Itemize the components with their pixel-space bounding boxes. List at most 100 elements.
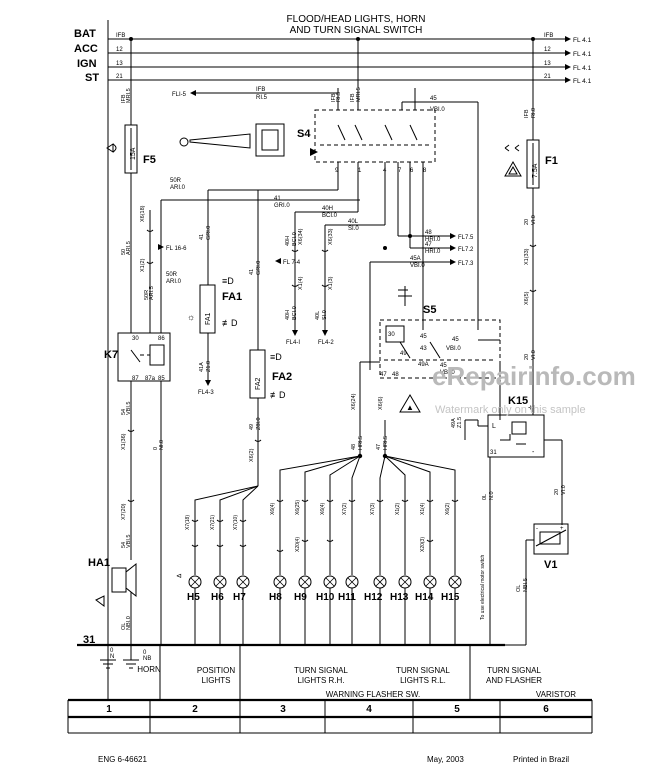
svg-text:87a: 87a [145, 376, 156, 382]
relay-k7 [117, 332, 171, 382]
svg-text:NB: NB [143, 656, 151, 662]
svg-text:OL: OL [121, 623, 127, 630]
section-position-lights-1: POSITION [197, 666, 235, 675]
column-number-5: 5 [454, 704, 460, 715]
svg-text:X6(6): X6(6) [378, 396, 384, 410]
rail-arrow-bat [565, 36, 571, 42]
svg-text:6: 6 [410, 168, 414, 174]
rail-label-acc: ACC [74, 43, 98, 55]
svg-text:BCI.0: BCI.0 [322, 213, 338, 219]
svg-text:20: 20 [524, 354, 530, 360]
lamp-h7: H7 X7(10) [233, 515, 250, 645]
svg-text:9: 9 [335, 168, 339, 174]
svg-text:40H: 40H [285, 310, 291, 320]
varistor-v1-label: V1 [544, 559, 557, 571]
svg-text:X1(4): X1(4) [298, 276, 304, 290]
svg-text:RI.0: RI.0 [531, 108, 537, 118]
svg-text:45: 45 [430, 96, 437, 102]
svg-text:VBI.0: VBI.0 [446, 346, 461, 352]
svg-text:⊲: ⊲ [176, 573, 182, 580]
section-turn-rh-2: LIGHTS R.H. [297, 676, 344, 685]
svg-text:FL4-I: FL4-I [286, 340, 300, 346]
svg-text:49A: 49A [418, 362, 429, 368]
footer-doc-number: ENG 6-46621 [98, 755, 147, 764]
svg-text:20: 20 [524, 219, 530, 225]
rail-arrow-st [565, 77, 571, 83]
svg-text:BCI.0: BCI.0 [292, 232, 298, 246]
svg-text:N: N [110, 654, 114, 660]
push-button-icon [398, 286, 412, 306]
column-number-4: 4 [366, 704, 372, 715]
fuse-f5-rating: 15A [130, 147, 137, 160]
svg-text:RI.5: RI.5 [336, 92, 342, 102]
svg-text:X20(4): X20(4) [295, 537, 301, 552]
svg-text:X20(3): X20(3) [420, 537, 426, 552]
svg-text:FL 16-6: FL 16-6 [166, 246, 187, 252]
rail-arrow-acc [565, 50, 571, 56]
svg-text:0: 0 [153, 447, 159, 450]
svg-text:FL7.3: FL7.3 [458, 261, 474, 267]
section-flasher-2: AND FLASHER [486, 676, 542, 685]
rail-wire-ign-right: 13 [544, 61, 551, 67]
svg-text:50R: 50R [166, 272, 178, 278]
svg-text:45: 45 [420, 334, 427, 340]
svg-text:H11: H11 [338, 592, 356, 603]
lamp-h5: H5 ⊲ X7(18) [176, 515, 202, 645]
lamp-h10: H10 X6(4) [316, 499, 337, 645]
svg-text:H9: H9 [294, 592, 307, 603]
svg-text:NBI.5: NBI.5 [523, 578, 529, 592]
flasher-k15-label: K15 [508, 395, 528, 407]
svg-text:OL: OL [516, 585, 522, 592]
title-line-2: AND TURN SIGNAL SWITCH [290, 25, 423, 36]
section-turn-rl-2: LIGHTS R.L. [400, 676, 446, 685]
svg-text:48: 48 [351, 444, 357, 450]
svg-text:X7(21): X7(21) [210, 515, 216, 530]
rail-wire-bat-right: IFB [544, 33, 553, 39]
column-number-2: 2 [192, 704, 198, 715]
rail-dest-st: FL 4.1 [573, 78, 592, 85]
rail-wire-st-right: 21 [544, 74, 551, 80]
svg-text:Z8I.0: Z8I.0 [256, 417, 262, 430]
svg-text:54: 54 [121, 542, 127, 548]
svg-text:X7(20): X7(20) [121, 503, 127, 520]
column-number-1: 1 [106, 704, 112, 715]
svg-text:L: L [492, 423, 496, 430]
svg-text:X6(34): X6(34) [298, 228, 304, 245]
rail-dest-ign: FL 4.1 [573, 65, 592, 72]
svg-text:45A: 45A [410, 256, 421, 262]
svg-text:IFB: IFB [256, 87, 265, 93]
svg-text:IFB: IFB [121, 94, 127, 103]
svg-text:1: 1 [358, 168, 362, 174]
rail-label-ign: IGN [77, 58, 97, 70]
column-number-6: 6 [543, 704, 549, 715]
relay-k7-label: K7 [104, 349, 118, 361]
svg-text:-: - [536, 526, 538, 532]
svg-text:85: 85 [158, 376, 165, 382]
svg-text:IFB: IFB [524, 109, 530, 118]
fuse-f5-label: F5 [143, 154, 156, 166]
section-flasher-1: TURN SIGNAL [487, 666, 541, 675]
svg-text:X6(24): X6(24) [351, 393, 357, 410]
svg-text:SI.0: SI.0 [348, 226, 359, 232]
section-labels: HORN POSITION LIGHTS TURN SIGNAL LIGHTS … [137, 645, 576, 700]
section-turn-rh-1: TURN SIGNAL [294, 666, 348, 675]
svg-text:41: 41 [199, 234, 205, 240]
footer-date: May, 2003 [427, 755, 464, 764]
svg-text:GRI.0: GRI.0 [206, 226, 212, 240]
svg-text:IFB: IFB [350, 93, 356, 102]
svg-text:48: 48 [392, 372, 399, 378]
svg-text:Z1.5: Z1.5 [457, 417, 463, 428]
svg-text:86: 86 [158, 336, 165, 342]
svg-text:HRI.0: HRI.0 [425, 249, 441, 255]
svg-text:Z1.0: Z1.0 [206, 361, 212, 372]
svg-text:H6: H6 [211, 592, 224, 603]
svg-text:45: 45 [452, 337, 459, 343]
svg-text:ARI.5: ARI.5 [126, 241, 132, 255]
svg-text:47: 47 [380, 372, 387, 378]
svg-text:H5: H5 [187, 592, 200, 603]
warning-flasher-label: WARNING FLASHER SW. [326, 690, 420, 699]
varistor-v1: - + V1 OL NBI.5 [505, 523, 569, 646]
svg-text:47: 47 [425, 242, 432, 248]
svg-text:▲: ▲ [406, 403, 414, 412]
